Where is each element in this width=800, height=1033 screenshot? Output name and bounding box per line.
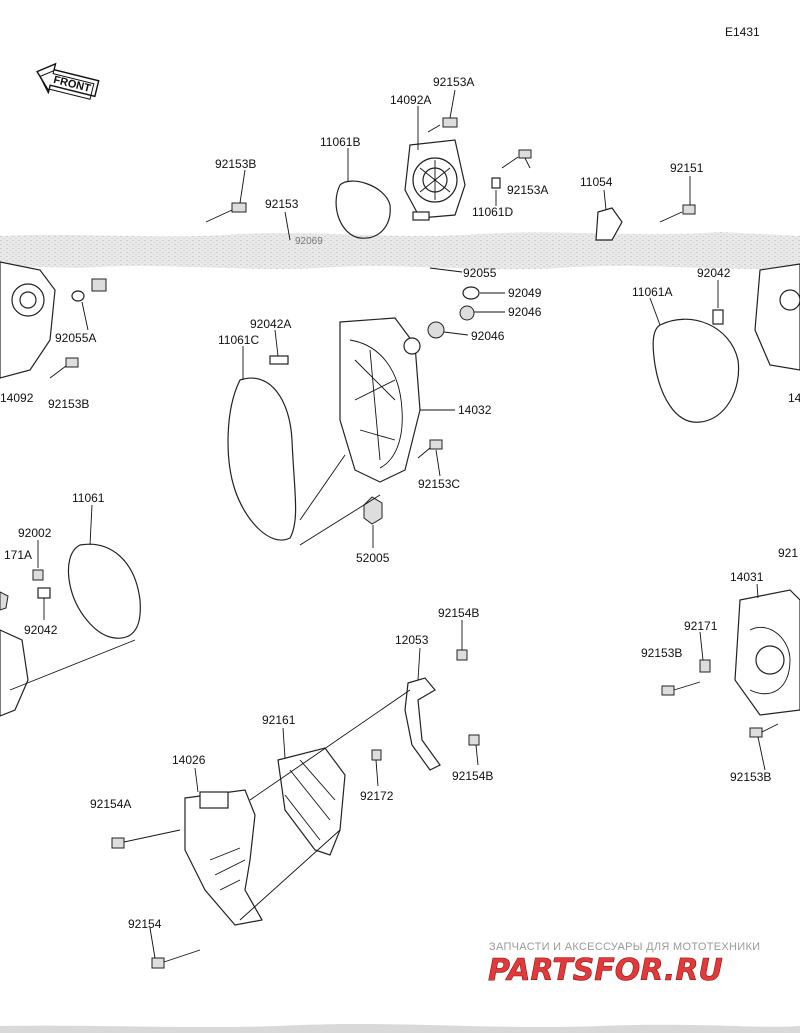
guard-12053 — [404, 677, 441, 771]
bolt-92153b-right-b — [749, 723, 779, 738]
label-11061c: 11061C — [218, 333, 259, 347]
washer-92049 — [462, 286, 480, 300]
pin-92042-top — [412, 211, 430, 221]
label-12053: 12053 — [395, 633, 429, 647]
label-92153: 92153 — [265, 197, 299, 211]
label-92153b-right-b: 92153B — [730, 770, 771, 784]
label-92153c: 92153C — [418, 477, 460, 491]
label-92069-partial: 92069 — [295, 236, 323, 247]
label-92055a: 92055A — [55, 331, 96, 345]
sight-glass-52005 — [363, 496, 383, 525]
label-11061: 11061 — [72, 491, 105, 505]
label-14032: 14032 — [458, 403, 492, 417]
part-labels: 92153A 14092A 11061B 92153A 92153B 92153… — [0, 75, 800, 931]
label-921-partial: 921 — [778, 546, 798, 560]
bolt-92154b-top — [456, 649, 468, 661]
bolt-92154 — [151, 949, 201, 969]
clutch-cover-14032 — [339, 317, 421, 483]
bracket-11054 — [595, 207, 623, 241]
label-11061a: 11061A — [632, 285, 672, 299]
pin-92042a — [269, 355, 289, 365]
bolt-92154b-bottom — [468, 734, 480, 746]
plug-92055a — [91, 278, 107, 292]
label-14092: 14092 — [0, 391, 34, 405]
label-92154b-bottom: 92154B — [452, 769, 493, 783]
bolt-92153b-top — [205, 202, 247, 223]
label-11061b: 11061B — [320, 135, 360, 149]
label-92042a: 92042A — [250, 317, 291, 331]
label-92154a: 92154A — [90, 797, 131, 811]
label-52005: 52005 — [356, 551, 390, 565]
left-cover-lower-partial — [0, 629, 29, 717]
bolt-92153a-top — [442, 117, 458, 128]
label-14031: 14031 — [730, 570, 764, 584]
label-92049: 92049 — [508, 286, 542, 300]
seal-92046-b — [427, 321, 445, 339]
label-92046-a: 92046 — [508, 305, 542, 319]
label-92161: 92161 — [262, 713, 296, 727]
label-14026: 14026 — [172, 753, 206, 767]
label-11054: 11054 — [580, 175, 613, 189]
bolt-92153b-right-a — [661, 681, 701, 696]
label-11061d: 11061D — [472, 205, 513, 219]
label-92153b-right-a: 92153B — [641, 646, 682, 660]
bolt-92153a-right — [501, 149, 532, 169]
label-14092a: 14092A — [390, 93, 431, 107]
torn-band — [0, 232, 800, 270]
label-92172: 92172 — [360, 789, 394, 803]
bolt-92153c — [417, 439, 443, 459]
washer-11061d — [491, 177, 501, 189]
cover-14092a — [404, 139, 466, 219]
bolt-92153b-left — [49, 357, 79, 379]
watermark: ЗАПЧАСТИ И АКСЕССУАРЫ ДЛЯ МОТОТЕХНИКИ PA… — [488, 941, 760, 988]
label-92042: 92042 — [697, 266, 731, 280]
label-92046-b: 92046 — [471, 329, 505, 343]
bolt-92172 — [371, 749, 382, 761]
label-92154: 92154 — [128, 917, 162, 931]
label-92153a-right: 92153A — [507, 183, 548, 197]
pin-92042-right — [712, 309, 724, 325]
gasket-11061a — [652, 318, 740, 423]
label-92171: 92171 — [684, 619, 718, 633]
watermark-caption: ЗАПЧАСТИ И АКСЕССУАРЫ ДЛЯ МОТОТЕХНИКИ — [489, 941, 760, 953]
gasket-11061c — [227, 377, 297, 541]
label-171a: 171A — [4, 548, 32, 562]
guard-14026 — [184, 789, 263, 926]
right-cover-partial — [754, 263, 800, 371]
cover-92161 — [277, 747, 346, 856]
label-92055: 92055 — [463, 266, 497, 280]
label-92153a-top: 92153A — [433, 75, 474, 89]
part-171a-partial — [0, 591, 9, 611]
gasket-11061 — [67, 543, 141, 639]
leader-lines — [9, 89, 766, 959]
left-cover-14092 — [0, 261, 56, 379]
bolt-92002 — [32, 569, 44, 581]
label-92154b-top: 92154B — [438, 606, 479, 620]
label-92042-lower: 92042 — [24, 623, 58, 637]
diagram-code: E1431 — [725, 25, 760, 39]
ring-92055a — [71, 290, 85, 302]
seal-92046-a — [459, 305, 475, 321]
pin-92042-lower — [37, 587, 51, 599]
label-92151: 92151 — [670, 161, 704, 175]
label-14-partial: 14 — [788, 391, 800, 405]
watermark-brand: PARTSFOR.RU — [488, 953, 723, 988]
bolt-92154a — [111, 829, 181, 849]
front-arrow-icon: FRONT — [36, 62, 100, 100]
label-92153b-left: 92153B — [48, 397, 89, 411]
cover-14031 — [734, 589, 800, 716]
bracket-92171 — [699, 659, 711, 673]
bottom-edge — [0, 1023, 800, 1033]
bolt-92151 — [659, 204, 696, 223]
gasket-11061b — [335, 180, 391, 239]
label-92153b-top: 92153B — [215, 157, 256, 171]
label-92002: 92002 — [18, 526, 52, 540]
